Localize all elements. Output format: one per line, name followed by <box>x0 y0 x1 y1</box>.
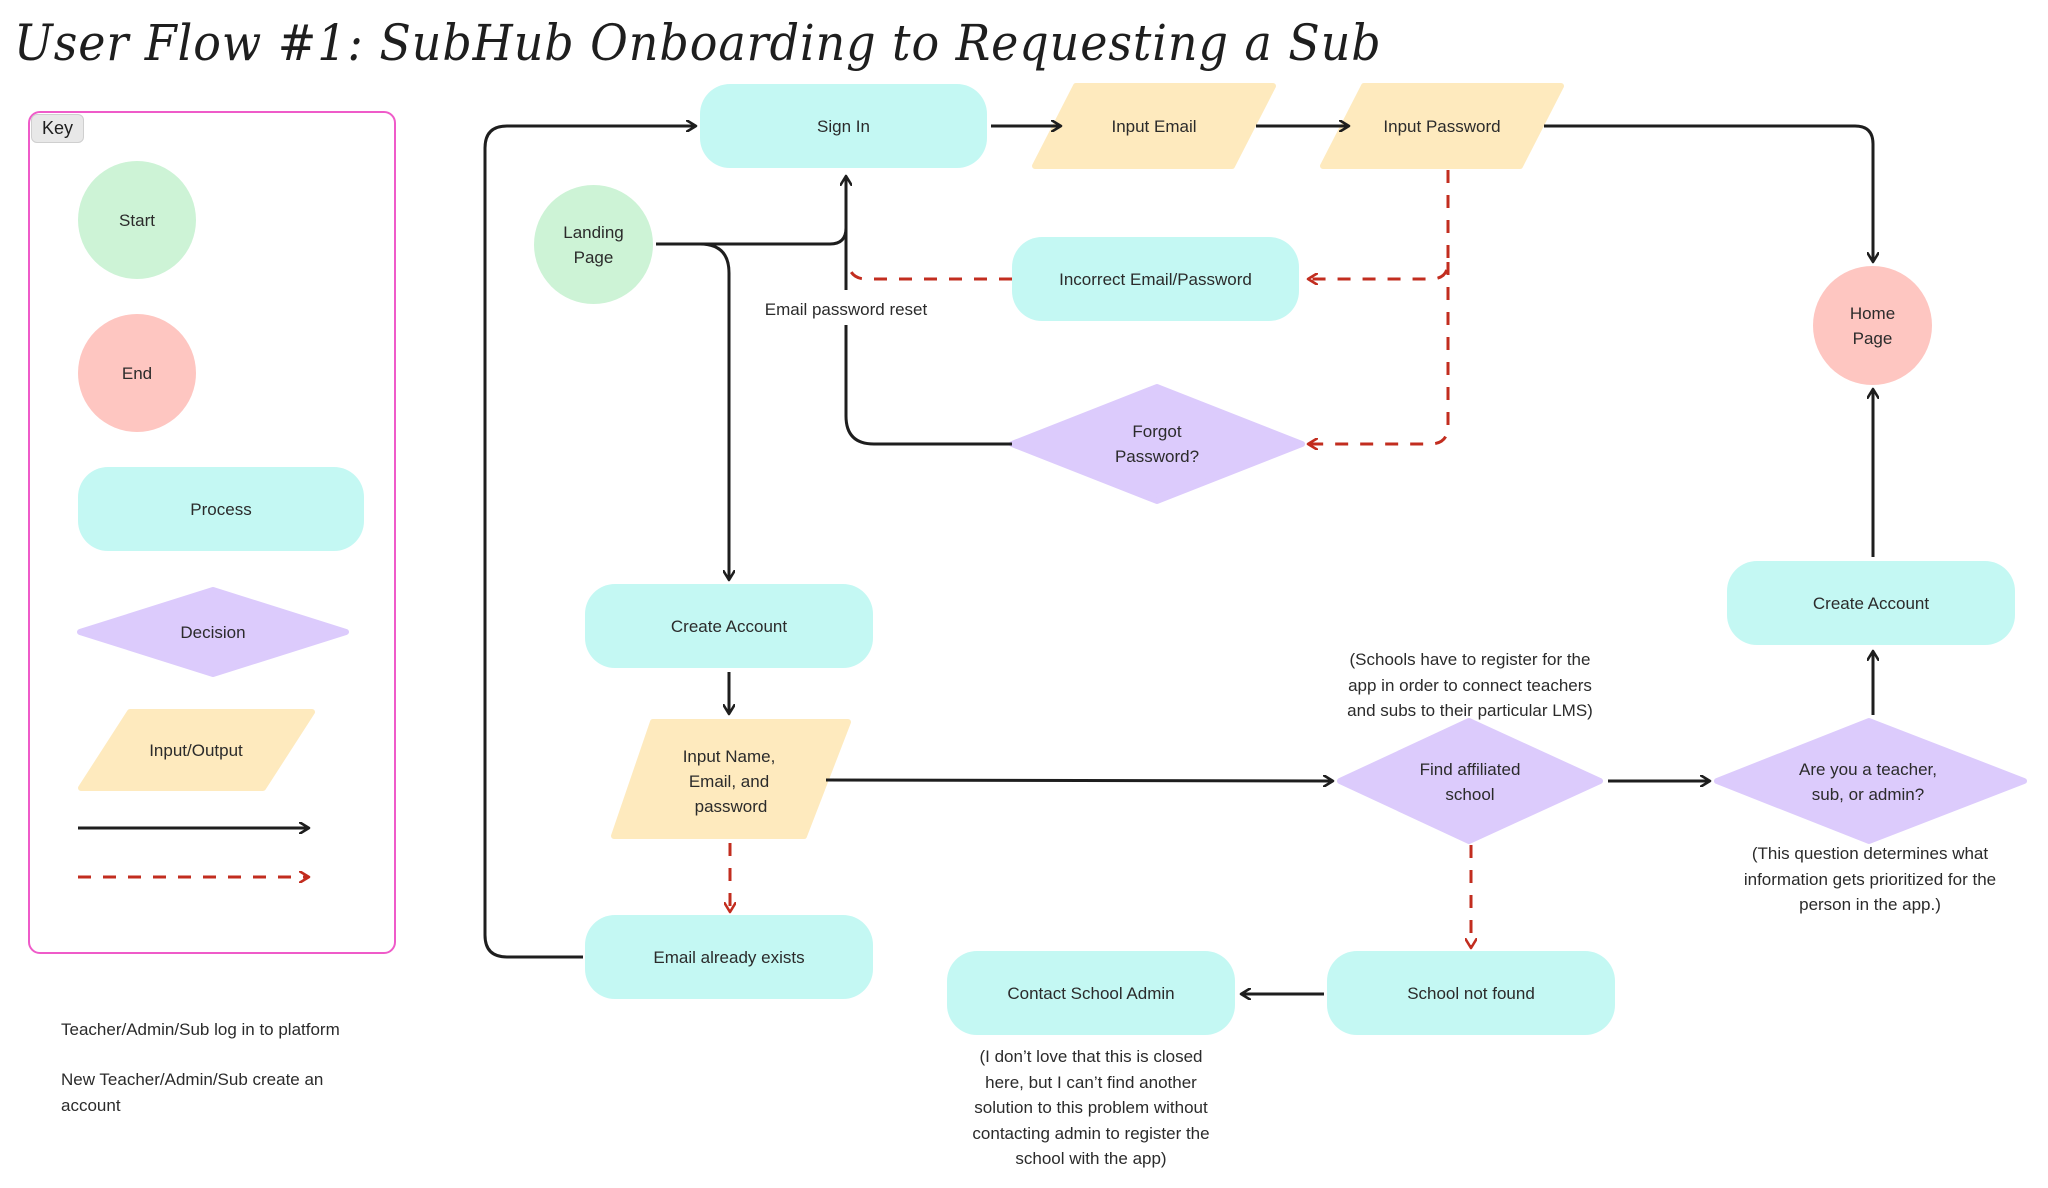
edge-password-to-home <box>1544 124 1873 262</box>
forgot-password-shape <box>1009 384 1305 504</box>
edge-email-exists-to-signin <box>483 126 696 959</box>
schools-note: (Schools have to register for the app in… <box>1300 647 1640 724</box>
edge-password-to-forgot <box>1308 262 1450 444</box>
incorrect-label: Incorrect Email/Password <box>1059 269 1252 289</box>
find-school-label-1: Find affiliated <box>1420 760 1521 779</box>
key-label: Key <box>31 114 85 143</box>
schools-note-line-1: (Schools have to register for the <box>1349 650 1591 669</box>
role-note-line-1: (This question determines what <box>1751 844 1989 863</box>
role-note-line-3: person in the app.) <box>1799 895 1941 914</box>
edge-label-email-reset: Email password reset <box>765 300 928 319</box>
create-account-right-node[interactable]: Create Account <box>1727 561 2015 645</box>
role-question-label-1: Are you a teacher, <box>1799 760 1937 779</box>
edge-password-to-incorrect <box>1308 170 1450 279</box>
legend-solid-text: Teacher/Admin/Sub log in to platform <box>61 1020 340 1039</box>
key-box <box>28 111 396 954</box>
edge-landing-to-create-account <box>699 242 729 580</box>
closed-note-line-2: here, but I can’t find another <box>985 1072 1197 1092</box>
closed-note-line-1: (I don’t love that this is closed <box>979 1047 1203 1066</box>
diagram-title: User Flow #1: SubHub Onboarding to Reque… <box>14 14 1382 72</box>
key-end-label: End <box>121 363 153 383</box>
home-page-label-1: Home <box>1849 303 1896 323</box>
edge-landing-to-signin <box>656 176 846 246</box>
school-not-found-node[interactable]: School not found <box>1327 951 1615 1035</box>
find-school-label-2: school <box>1445 785 1494 804</box>
create-account-right-label: Create Account <box>1812 593 1930 613</box>
school-not-found-label: School not found <box>1407 983 1535 1003</box>
contact-admin-label: Contact School Admin <box>1007 983 1175 1003</box>
role-question-label-2: sub, or admin? <box>1812 785 1924 804</box>
home-page-node[interactable]: Home Page <box>1813 266 1932 385</box>
edge-label-bg <box>755 294 937 322</box>
forgot-password-label-2: Password? <box>1115 447 1199 466</box>
forgot-password-label-1: Forgot <box>1132 422 1181 441</box>
create-account-left-node[interactable]: Create Account <box>585 584 873 668</box>
edge-incorrect-to-signin <box>846 263 1012 281</box>
input-name-shape <box>611 719 851 839</box>
landing-page-label-2: Page <box>573 247 614 267</box>
input-password-label: Input Password <box>1383 117 1500 136</box>
sign-in-node[interactable]: Sign In <box>700 84 987 168</box>
edge-forgot-to-signin-lower <box>844 325 1012 446</box>
closed-note-line-4: contacting admin to register the <box>972 1123 1210 1143</box>
input-name-label-3: password <box>695 797 768 816</box>
create-account-left-label: Create Account <box>670 616 788 636</box>
email-exists-label: Email already exists <box>653 947 805 967</box>
closed-note-line-5: school with the app) <box>1015 1149 1167 1168</box>
contact-admin-node[interactable]: Contact School Admin <box>947 951 1235 1035</box>
home-page-label-2: Page <box>1852 328 1893 348</box>
input-name-label-2: Email, and <box>689 772 769 791</box>
role-question-shape <box>1714 718 2027 844</box>
schools-note-line-3: and subs to their particular LMS) <box>1347 701 1593 720</box>
key-decision-label: Decision <box>180 623 245 642</box>
key-decision-shape <box>77 587 349 677</box>
legend-dashed-text-1: New Teacher/Admin/Sub create an <box>61 1070 324 1089</box>
key-process-shape: Process <box>78 467 364 551</box>
role-note: (This question determines what informati… <box>1690 841 2048 918</box>
email-exists-node[interactable]: Email already exists <box>585 915 873 999</box>
closed-note-line-3: solution to this problem without <box>974 1098 1208 1117</box>
role-note-line-2: information gets prioritized for the <box>1743 869 1997 889</box>
landing-page-node[interactable]: Landing Page <box>534 185 653 304</box>
key-start-shape: Start <box>78 161 196 279</box>
input-email-label: Input Email <box>1111 117 1196 136</box>
find-school-shape <box>1337 718 1603 844</box>
key-start-label: Start <box>119 210 155 230</box>
incorrect-node[interactable]: Incorrect Email/Password <box>1012 237 1299 321</box>
schools-note-line-2: app in order to connect teachers <box>1348 675 1592 695</box>
input-name-label-1: Input Name, <box>683 747 776 766</box>
edge-input-name-to-find-school <box>825 780 1333 781</box>
key-end-shape: End <box>78 314 196 432</box>
sign-in-label: Sign In <box>817 116 870 136</box>
key-io-shape <box>78 709 315 791</box>
key-io-label: Input/Output <box>149 741 243 760</box>
closed-note: (I don’t love that this is closed here, … <box>931 1044 1251 1172</box>
landing-page-label-1: Landing <box>563 222 624 242</box>
input-email-shape <box>1032 83 1276 169</box>
legend-dashed-text-2: account <box>61 1096 121 1115</box>
input-password-shape <box>1320 83 1564 169</box>
key-process-label: Process <box>190 499 252 519</box>
